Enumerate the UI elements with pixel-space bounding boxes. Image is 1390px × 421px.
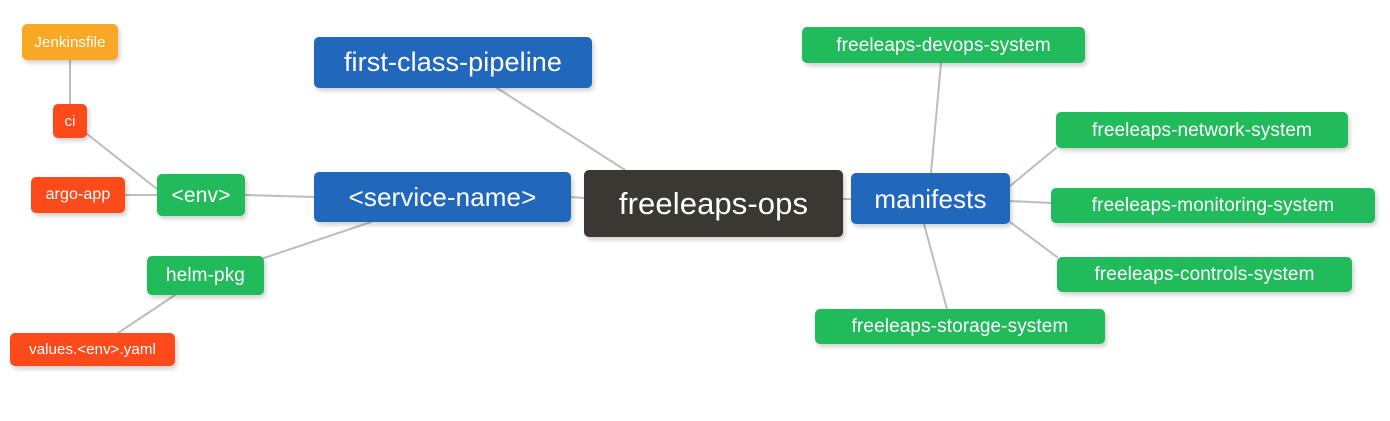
node-label-first-class-pipeline: first-class-pipeline (343, 47, 563, 77)
node-service-name[interactable]: <service-name> (314, 172, 571, 222)
node-first-class-pipeline[interactable]: first-class-pipeline (314, 37, 592, 88)
node-env[interactable]: <env> (157, 174, 245, 216)
node-label-freeleaps-storage-system: freeleaps-storage-system (851, 316, 1069, 337)
node-freeleaps-devops-system[interactable]: freeleaps-devops-system (802, 27, 1085, 63)
edge-freeleaps-network-system-to-manifests (1009, 147, 1057, 187)
edge-helm-pkg-to-service-name (263, 221, 372, 259)
node-label-values-env-yaml: values.<env>.yaml (29, 341, 156, 358)
edge-freeleaps-controls-system-to-manifests (1009, 221, 1058, 258)
node-label-freeleaps-ops: freeleaps-ops (618, 186, 809, 221)
node-freeleaps-storage-system[interactable]: freeleaps-storage-system (815, 309, 1105, 344)
edge-service-name-to-freeleaps-ops (570, 196, 585, 199)
node-label-argo-app: argo-app (45, 186, 111, 203)
edge-freeleaps-monitoring-system-to-manifests (1009, 200, 1052, 204)
node-values-env-yaml[interactable]: values.<env>.yaml (10, 333, 175, 366)
node-label-freeleaps-controls-system: freeleaps-controls-system (1094, 264, 1315, 285)
node-label-service-name: <service-name> (348, 182, 537, 212)
node-label-freeleaps-network-system: freeleaps-network-system (1092, 119, 1312, 141)
edge-freeleaps-storage-system-to-manifests (923, 223, 948, 310)
node-jenkinsfile[interactable]: Jenkinsfile (22, 24, 118, 60)
edge-values-env-yaml-to-helm-pkg (117, 294, 176, 334)
node-freeleaps-controls-system[interactable]: freeleaps-controls-system (1057, 257, 1352, 292)
node-label-helm-pkg: helm-pkg (166, 265, 245, 286)
edge-first-class-pipeline-to-freeleaps-ops (496, 87, 626, 171)
node-helm-pkg[interactable]: helm-pkg (147, 256, 264, 295)
node-freeleaps-network-system[interactable]: freeleaps-network-system (1056, 112, 1348, 148)
node-label-jenkinsfile: Jenkinsfile (34, 33, 106, 51)
node-label-env: <env> (171, 183, 231, 207)
node-manifests[interactable]: manifests (851, 173, 1010, 224)
edge-freeleaps-devops-system-to-manifests (930, 62, 942, 174)
node-label-freeleaps-monitoring-system: freeleaps-monitoring-system (1091, 195, 1335, 216)
node-label-freeleaps-devops-system: freeleaps-devops-system (836, 34, 1051, 56)
node-argo-app[interactable]: argo-app (31, 177, 125, 213)
node-freeleaps-monitoring-system[interactable]: freeleaps-monitoring-system (1051, 188, 1375, 223)
node-freeleaps-ops[interactable]: freeleaps-ops (584, 170, 843, 237)
node-ci[interactable]: ci (53, 104, 87, 138)
node-label-manifests: manifests (874, 183, 987, 214)
edge-env-to-service-name (244, 194, 315, 198)
node-label-ci: ci (64, 112, 76, 130)
